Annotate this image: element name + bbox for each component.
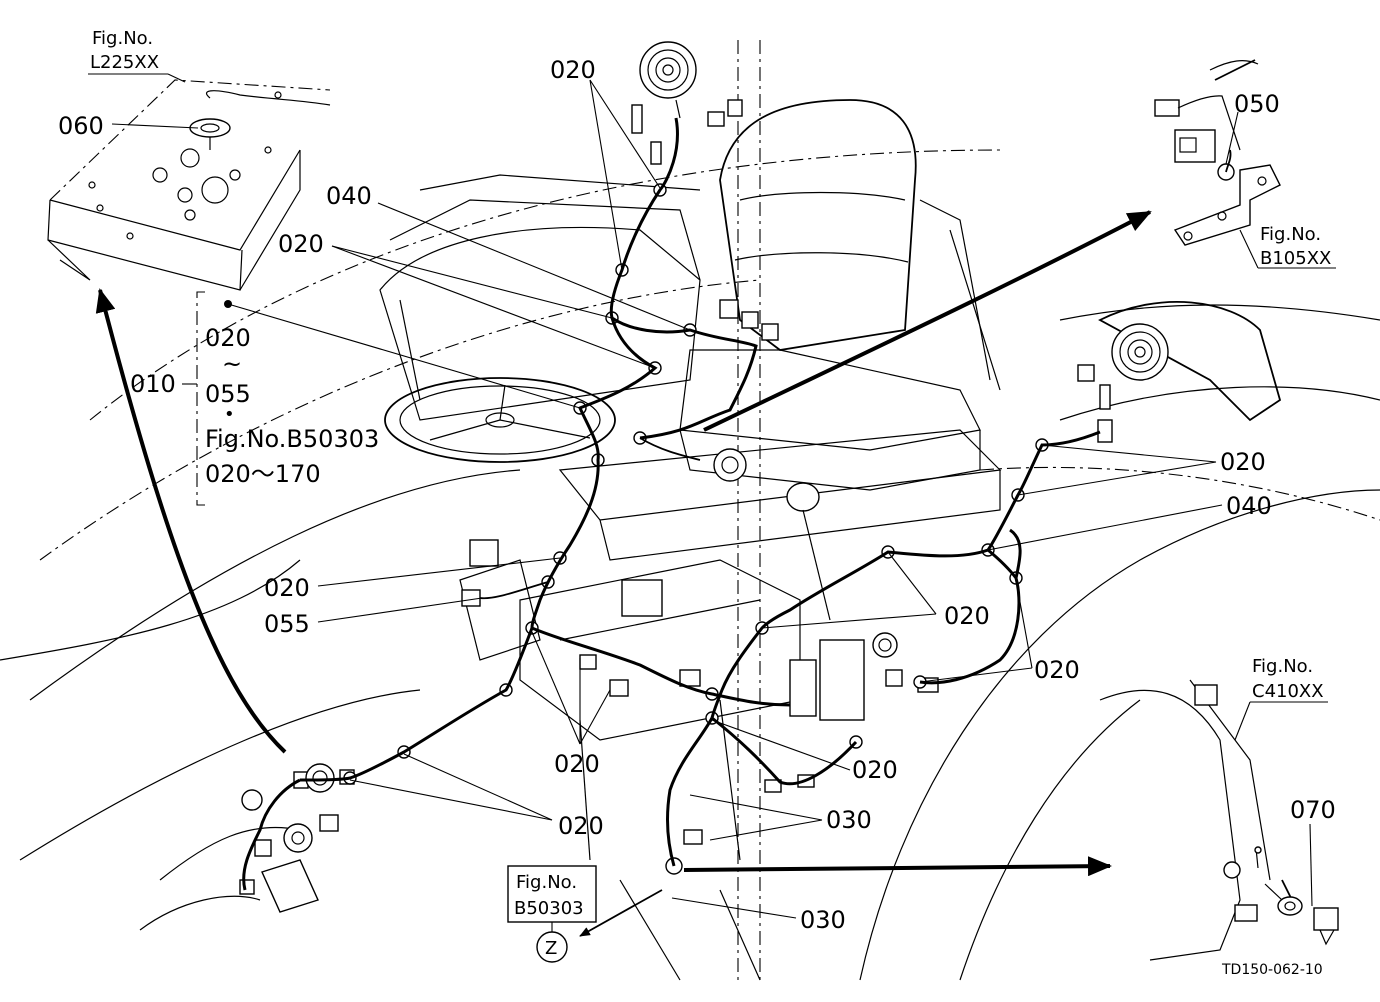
callout-020-top: 020: [550, 56, 596, 84]
leader-lines: [88, 73, 1336, 919]
callout-020-mid3: 020: [1034, 656, 1080, 684]
callout-020-right: 020: [1220, 448, 1266, 476]
fig-ref-b50303-line1: Fig.No.: [516, 872, 577, 893]
callout-020-bot2: 020: [852, 756, 898, 784]
drawing-id: TD150-062-10: [1221, 962, 1323, 978]
horn-lower: [872, 632, 898, 658]
callout-030-a: 030: [826, 806, 872, 834]
group-range-to: 055: [205, 380, 251, 408]
callout-030-b: 030: [800, 906, 846, 934]
group-range-from: 020: [205, 324, 251, 352]
group-code-010: 010: [130, 370, 176, 398]
connectors: [239, 99, 1113, 913]
fig-ref-c410-line2: C410XX: [1252, 681, 1324, 702]
view-z-circle: [536, 931, 568, 963]
dash-panel-detail: [47, 79, 331, 291]
sensor-bracket-detail: [1154, 59, 1281, 246]
group-tilde: ~: [222, 350, 242, 378]
callout-020-bot3: 020: [558, 812, 604, 840]
group-bracket: [182, 291, 232, 506]
ground-terminal-detail: [1254, 846, 1339, 946]
text-labels: Fig.No. L225XX 060 020 040 020 050 Fig.N…: [58, 28, 1336, 978]
group-fig-range: 020～170: [205, 460, 321, 488]
callout-050: 050: [1234, 90, 1280, 118]
fig-ref-b50303-line2: B50303: [514, 898, 584, 919]
fig-ref-b105-line2: B105XX: [1260, 248, 1331, 269]
callout-040-right: 040: [1226, 492, 1272, 520]
view-z-label: Z: [545, 938, 557, 959]
callout-040-top: 040: [326, 182, 372, 210]
fig-ref-c410-line1: Fig.No.: [1252, 656, 1313, 677]
fig-ref-l225-line2: L225XX: [90, 52, 159, 73]
tractor-line-art: [0, 40, 1380, 981]
callout-020-mid2: 020: [944, 602, 990, 630]
callout-020-mid1: 020: [264, 574, 310, 602]
fig-ref-b105-line1: Fig.No.: [1260, 224, 1321, 245]
group-fig-ref: Fig.No.B50303: [205, 425, 379, 453]
fig-ref-l225-line1: Fig.No.: [92, 28, 153, 49]
direction-arrows: [95, 210, 1152, 937]
group-bullet: •: [224, 404, 235, 425]
callout-020-bot1: 020: [554, 750, 600, 778]
callout-060: 060: [58, 112, 104, 140]
callout-055: 055: [264, 610, 310, 638]
callout-020-left: 020: [278, 230, 324, 258]
callout-070: 070: [1290, 796, 1336, 824]
horn-top: [639, 41, 697, 119]
horn-right: [1111, 323, 1169, 381]
